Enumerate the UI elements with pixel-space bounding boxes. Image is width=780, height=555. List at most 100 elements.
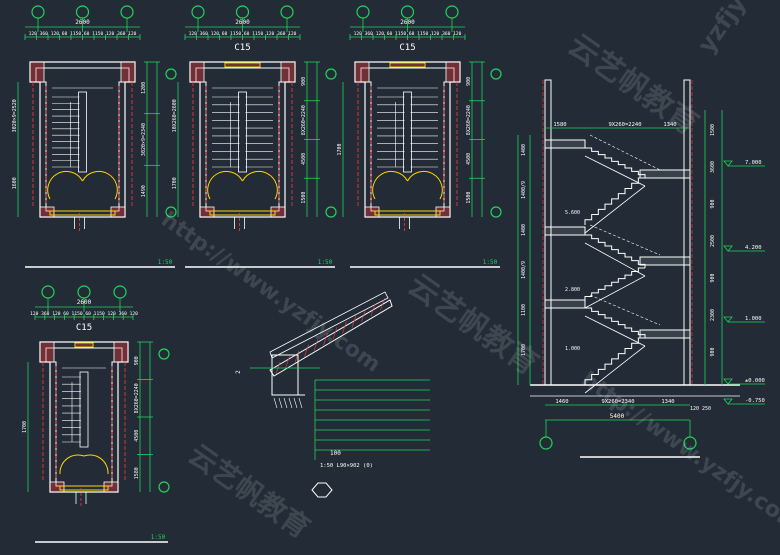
column-right <box>120 61 136 83</box>
column-right <box>113 341 129 363</box>
dimension-text-left: 10X260=2600 <box>172 99 178 132</box>
scale-label: 1:50 <box>483 259 498 266</box>
axis-bubble <box>165 68 177 80</box>
column-bottom-left <box>364 206 380 218</box>
door-sill <box>49 210 116 216</box>
section-mark: 5.600 <box>565 210 580 216</box>
flight-soffit <box>584 275 646 309</box>
column-right <box>280 61 296 83</box>
door-swing-right <box>242 170 278 200</box>
hatch <box>351 315 357 328</box>
dimension-text-right: 4500 <box>301 153 307 165</box>
elevation-marker <box>723 245 733 252</box>
beam-top <box>269 291 389 359</box>
dimension-text-right: 900 <box>301 77 307 86</box>
flight-soffit <box>584 155 646 187</box>
column-bottom-right <box>270 206 286 218</box>
plan-label: C15 <box>399 43 415 53</box>
scale-label: 1:50 <box>151 534 166 541</box>
scale-label: 1:50 <box>318 259 333 266</box>
stair-flight <box>584 177 645 225</box>
elevation-label: 1.000 <box>745 316 762 322</box>
column-bottom-left <box>199 206 215 218</box>
axis-bubble <box>325 206 337 218</box>
dimension-text-total: 2600 <box>235 19 250 26</box>
section-right-dim: 2300 <box>710 309 716 321</box>
flight-soffit <box>584 242 646 277</box>
hatch <box>361 309 366 322</box>
stair-flight <box>585 234 646 268</box>
stair-handrail <box>78 91 87 173</box>
axis-bubble <box>490 68 502 80</box>
column-right <box>445 61 461 83</box>
dimension-text-left: 1700 <box>172 177 178 189</box>
hatch <box>304 344 309 357</box>
dimension-text-right: 900 <box>134 356 140 365</box>
hatch <box>273 397 278 409</box>
detail-symbol <box>311 482 333 498</box>
section-right-dim: 900 <box>710 347 716 356</box>
flight-soffit <box>584 185 646 234</box>
elevation-label: ±0.000 <box>745 378 765 384</box>
detail-mark: 2 <box>235 370 242 374</box>
hatch <box>298 397 303 409</box>
hatch <box>323 332 328 346</box>
dimension-text-right: 1580 <box>134 467 140 479</box>
section-left-dim: 1700 <box>521 344 527 356</box>
handrail <box>589 224 661 256</box>
dimension-text-right: 4500 <box>134 430 140 442</box>
axis-bubble <box>490 206 502 218</box>
section-mark: 2.800 <box>565 287 580 293</box>
stair-flight <box>585 147 646 178</box>
dimension-text-right: 4500 <box>466 153 472 165</box>
hatch <box>380 298 385 311</box>
dimension-text-right: 1500 <box>301 192 307 204</box>
column-left <box>189 61 205 83</box>
door-swing-left <box>207 170 243 200</box>
door-swing-left <box>372 170 408 200</box>
hatch <box>294 350 300 363</box>
door-swing-left <box>47 170 83 200</box>
section-left-dim: 1400/9 <box>521 261 527 279</box>
dimension-text-right: 1500 <box>466 192 472 204</box>
floor-slab <box>544 226 586 236</box>
column-left <box>29 61 45 83</box>
stair-flight <box>584 267 645 300</box>
axis-bubble <box>165 206 177 218</box>
column-left <box>354 61 370 83</box>
plan-label: C15 <box>234 43 250 53</box>
hatch <box>293 397 298 409</box>
elevation-marker <box>723 160 733 167</box>
landing-slab <box>639 256 691 266</box>
dimension-text-left: 3020×9=2520 <box>12 99 18 132</box>
section-left-dim: 1400 <box>521 144 527 156</box>
dimension-text-right: 1200 <box>141 82 147 94</box>
door-sill <box>374 210 441 216</box>
section-bottom-dim: 1340 <box>661 399 674 405</box>
dimension-text-total: 2600 <box>77 299 92 306</box>
section-left-dim: 1400/9 <box>521 181 527 199</box>
section-left-dim: 1100 <box>521 304 527 316</box>
section-mark: 1.000 <box>565 346 580 352</box>
door-sill <box>59 485 109 491</box>
elevation-label: -0.750 <box>745 398 765 404</box>
plan-label: C15 <box>76 323 92 333</box>
stair-handrail <box>238 91 247 173</box>
axis-bubble <box>158 481 170 493</box>
section-right-dim: 900 <box>710 199 716 208</box>
elevation-marker <box>723 316 733 323</box>
elevation-label: 4.200 <box>745 245 762 251</box>
column-bottom-left <box>39 206 55 218</box>
section-right-dim: 3600 <box>710 161 716 173</box>
hatch <box>285 356 290 369</box>
handrail <box>589 134 661 171</box>
dimension-text-total: 2600 <box>75 19 90 26</box>
dimension-text-total: 2600 <box>400 19 415 26</box>
hatch <box>283 397 288 409</box>
hatch <box>278 397 283 409</box>
stair-flight <box>584 337 645 385</box>
dimension-text-right: 3020×9=2340 <box>141 123 147 156</box>
hatch <box>370 303 376 317</box>
